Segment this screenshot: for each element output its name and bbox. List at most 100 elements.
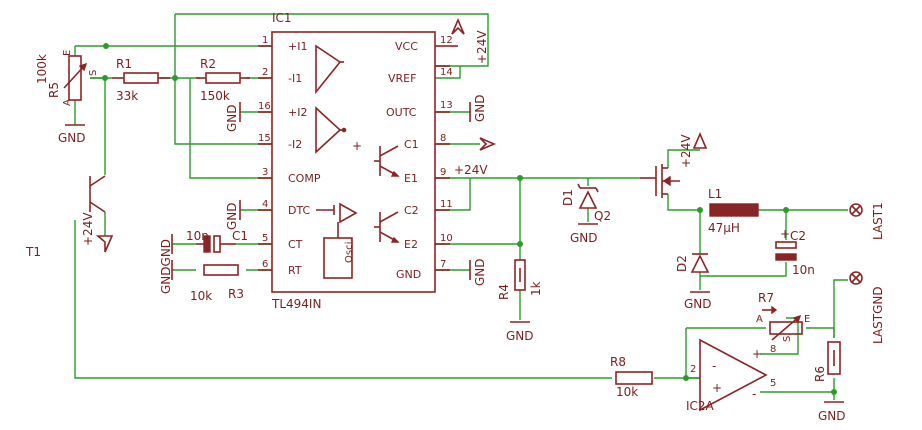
t1-name: T1 [25, 245, 41, 259]
gnd-label: GND [818, 409, 846, 423]
ic1-pin-num: 13 [440, 100, 453, 111]
ic1-pin-num: 7 [440, 259, 446, 270]
q2-mosfet[interactable] [640, 164, 680, 198]
ic2a-minus: - [712, 359, 716, 373]
v24-supply-arrow: +24V [454, 137, 497, 177]
ic1-pin-num: 9 [440, 167, 446, 178]
gnd-label: GND [506, 329, 534, 343]
r6-resistor[interactable]: R6 [813, 341, 841, 382]
t1-transistor[interactable]: T1 [25, 175, 106, 259]
c1-name: C1 [232, 229, 248, 243]
c2-capacitor[interactable]: + C2 10n [775, 227, 815, 277]
ic1-pin-label: +I1 [288, 40, 307, 53]
ic1-pin-num: 12 [440, 35, 453, 46]
ic1-pin-label: -I1 [288, 72, 302, 85]
ic1-pin-label: CT [288, 238, 303, 251]
ic2a-pin-8: 8 [770, 344, 776, 355]
ic2a-pin-2: 2 [690, 364, 696, 375]
r2-name: R2 [200, 57, 216, 71]
ic2a-opamp[interactable]: - + + - 2 8 5 IC2A [686, 338, 776, 413]
ic2a-plus-top: + [752, 347, 762, 361]
r6-name: R6 [813, 366, 827, 382]
v24-supply-arrow: +24V [679, 131, 708, 168]
ic1-error-amp-1: + [315, 44, 362, 154]
c2-name: C2 [790, 229, 806, 243]
r7-name: R7 [758, 291, 774, 305]
gnd-symbol: GND [570, 223, 598, 245]
ic1-pin-num: 5 [262, 233, 268, 244]
r7-pin-a: A [756, 314, 763, 325]
v24-supply-arrow: +24V [450, 17, 489, 64]
ic1-pin-num: 16 [258, 101, 271, 112]
c1-value: 10n [186, 229, 209, 243]
ic1-pin-num: 8 [440, 133, 446, 144]
r5-pin-e: E [62, 50, 73, 56]
ic1-pin-label: E1 [404, 172, 418, 185]
gnd-symbol: GND [225, 200, 241, 230]
gnd-symbol: GND [469, 94, 487, 122]
ic1-part: TL494IN [271, 297, 321, 311]
ic1-tl494[interactable]: IC1 TL494IN 1 +I1 2 -I1 16 +I2 15 -I2 3 … [258, 11, 453, 311]
gnd-symbol: GND [225, 102, 241, 132]
v24-label: +24V [475, 30, 489, 64]
ic2a-pin-5: 5 [770, 378, 776, 389]
r3-name: R3 [228, 287, 244, 301]
ic1-pin-label: COMP [288, 172, 321, 185]
d1-diode[interactable]: D1 [561, 183, 599, 209]
r7-pin-s: S [782, 336, 793, 342]
v24-label: +24V [454, 163, 488, 177]
gnd-label: GND [473, 94, 487, 122]
gnd-label: GND [225, 202, 239, 230]
junctions [102, 43, 837, 395]
ic1-pin-num: 14 [440, 67, 453, 78]
l1-value: 47µH [708, 221, 740, 235]
r4-name: R4 [497, 284, 511, 300]
d2-name: D2 [675, 255, 689, 272]
ic1-output-transistors [374, 145, 400, 243]
r5-name: R5 [47, 82, 61, 98]
last1-terminal[interactable]: LAST1 [849, 202, 885, 240]
lastgnd-label: LASTGND [871, 286, 885, 344]
gnd-label: GND [684, 297, 712, 311]
r2-value: 150k [200, 89, 230, 103]
ic2a-minus-bottom: - [752, 387, 756, 401]
gnd-symbol: GND [684, 291, 712, 311]
gnd-label: GND [225, 104, 239, 132]
ic1-pin-label: GND [396, 268, 421, 281]
r5-pin-s: S [88, 70, 99, 76]
v24-label: +24V [81, 212, 95, 246]
gnd-symbol: GND [58, 124, 86, 145]
v24-supply-arrow: +24V [81, 212, 114, 253]
r8-resistor[interactable]: R8 10k [610, 355, 653, 399]
ic1-osc-label: Osci. [344, 238, 355, 263]
ic1-pin-label: RT [288, 264, 302, 277]
ic2a-plus: + [712, 381, 722, 395]
r5-potentiometer[interactable]: R5 100k A E S [35, 50, 99, 106]
r7-potentiometer[interactable]: R7 A E S [756, 291, 810, 342]
ic1-pin-label: -I2 [288, 138, 302, 151]
lastgnd-terminal[interactable]: LASTGND [849, 271, 885, 344]
c2-plus: + [780, 227, 790, 241]
ic1-pin-label: DTC [288, 204, 311, 217]
l1-inductor[interactable]: L1 47µH [708, 187, 759, 235]
r4-resistor[interactable]: R4 1k [497, 259, 543, 300]
d2-diode[interactable]: D2 [675, 253, 710, 273]
ic1-pin-num: 1 [262, 35, 268, 46]
r7-pin-e: E [804, 314, 810, 325]
r3-value: 10k [190, 289, 212, 303]
gnd-symbol: GND [506, 321, 534, 343]
r5-pin-a: A [62, 99, 73, 106]
r1-resistor[interactable]: R1 33k [112, 57, 170, 103]
ic1-pin-num: 2 [262, 67, 268, 78]
c2-value: 10n [792, 263, 815, 277]
r8-value: 10k [616, 385, 638, 399]
ic1-pin-label: VCC [395, 40, 418, 53]
gnd-ct-rt: GNDGND [159, 234, 173, 294]
r3-resistor[interactable]: 10k R3 [190, 264, 244, 303]
r2-resistor[interactable]: R2 150k [196, 57, 250, 103]
v24-label: +24V [679, 134, 693, 168]
r5-value: 100k [35, 54, 49, 84]
c1-capacitor[interactable]: 10n C1 [186, 229, 248, 253]
ic1-plus-label: + [352, 139, 362, 153]
